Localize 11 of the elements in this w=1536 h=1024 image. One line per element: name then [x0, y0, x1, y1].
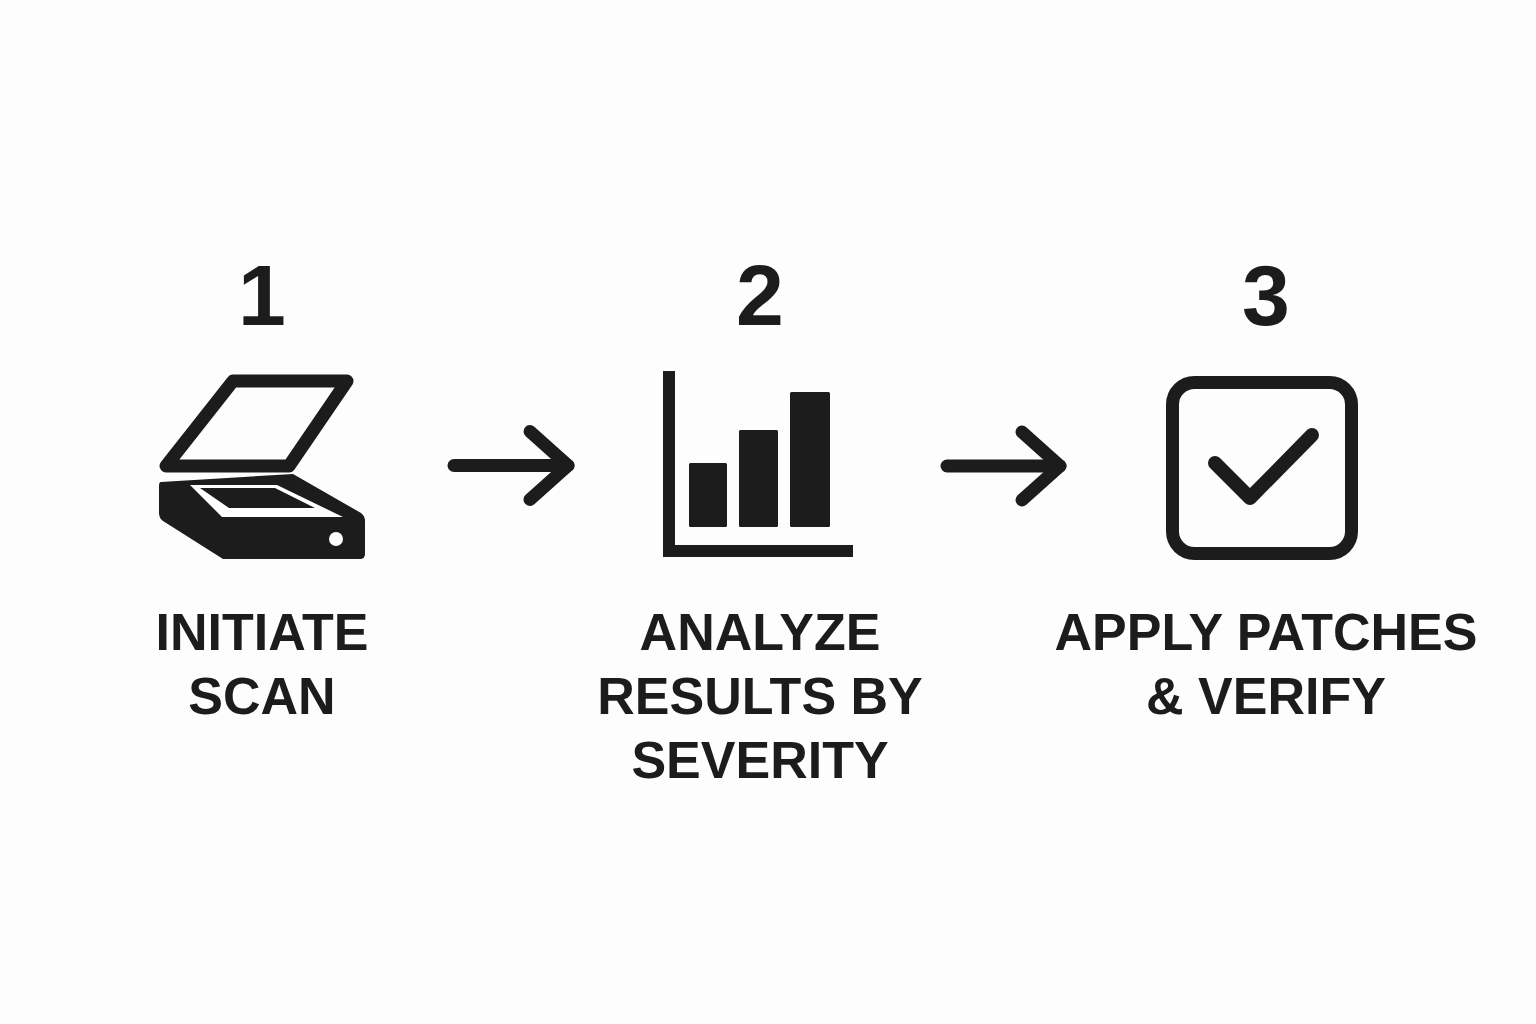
step-caption: ANALYZE RESULTS BY SEVERITY	[597, 602, 923, 791]
arrow	[940, 425, 1067, 507]
step-caption: APPLY PATCHES & VERIFY	[1054, 602, 1478, 727]
step-number: 1	[238, 252, 286, 338]
checked-box-icon	[1166, 376, 1358, 560]
scanner-icon	[159, 374, 366, 560]
arrow	[447, 425, 575, 506]
bar-chart-icon	[663, 371, 853, 557]
step-caption: INITIATE SCAN	[155, 602, 369, 727]
step-number: 3	[1242, 252, 1290, 338]
step-number: 2	[736, 252, 784, 338]
